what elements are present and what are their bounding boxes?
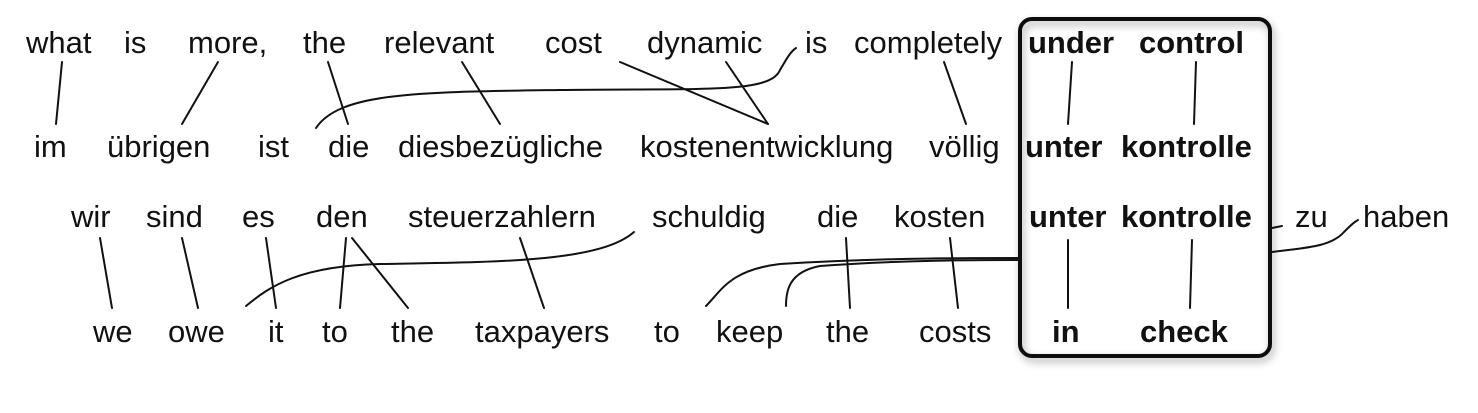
alignment-link xyxy=(99,237,113,309)
target-word: to xyxy=(654,314,680,349)
alignment-link xyxy=(1271,225,1283,229)
target-word: taxpayers xyxy=(475,314,609,349)
source-word: steuerzahlern xyxy=(408,199,596,234)
alignment-link xyxy=(265,237,277,309)
alignment-link xyxy=(1271,219,1359,253)
source-word: es xyxy=(242,199,275,234)
alignment-link xyxy=(55,61,63,125)
source-word: die xyxy=(817,199,858,234)
alignment-link xyxy=(705,257,1021,307)
source-word: is xyxy=(805,25,827,60)
source-word: zu xyxy=(1295,199,1328,234)
example-2-target-row: we owe it to the taxpayers to keep the c… xyxy=(92,314,1229,349)
source-word: wir xyxy=(70,199,111,234)
source-word: den xyxy=(316,199,368,234)
target-word: ist xyxy=(258,129,289,164)
source-word: the xyxy=(303,25,346,60)
target-word: the xyxy=(826,314,869,349)
target-word: im xyxy=(34,129,67,164)
target-word: kontrolle xyxy=(1121,129,1252,164)
alignment-link xyxy=(725,61,769,125)
alignment-link xyxy=(315,47,797,129)
source-word: cost xyxy=(545,25,602,60)
alignment-link xyxy=(1189,239,1193,309)
alignment-link xyxy=(845,237,851,309)
target-word: kostenentwicklung xyxy=(640,129,893,164)
target-word: die xyxy=(328,129,369,164)
alignment-link xyxy=(339,237,347,309)
source-word: what xyxy=(25,25,92,60)
example-1-target-row: im übrigen ist die diesbezügliche kosten… xyxy=(34,129,1252,164)
alignment-link xyxy=(351,237,409,309)
example-2-source-row: wir sind es den steuerzahlern schuldig d… xyxy=(70,199,1449,234)
alignment-link xyxy=(461,61,501,125)
source-word: kontrolle xyxy=(1121,199,1252,234)
source-word: sind xyxy=(146,199,203,234)
target-word: völlig xyxy=(929,129,1000,164)
target-word: it xyxy=(268,314,284,349)
target-word: unter xyxy=(1025,129,1103,164)
alignment-link xyxy=(785,259,1021,307)
target-word: check xyxy=(1140,314,1229,349)
source-word: dynamic xyxy=(647,25,762,60)
example-1-source-row: what is more, the relevant cost dynamic … xyxy=(25,25,1244,60)
target-word: we xyxy=(92,314,133,349)
alignment-links-example-2 xyxy=(99,219,1359,309)
alignment-link xyxy=(619,61,769,125)
target-word: keep xyxy=(716,314,783,349)
alignment-link xyxy=(519,237,545,309)
source-word: completely xyxy=(854,25,1003,60)
source-word: haben xyxy=(1363,199,1449,234)
source-word: kosten xyxy=(894,199,985,234)
target-word: the xyxy=(391,314,434,349)
alignment-link xyxy=(943,61,967,125)
alignment-link xyxy=(1067,61,1073,125)
target-word: in xyxy=(1052,314,1080,349)
source-word: more, xyxy=(188,25,267,60)
source-word: unter xyxy=(1029,199,1107,234)
phrase-highlight-box xyxy=(1018,17,1272,358)
alignment-links-example-1 xyxy=(55,47,1197,129)
source-word: control xyxy=(1139,25,1244,60)
target-word: owe xyxy=(168,314,225,349)
source-word: relevant xyxy=(384,25,495,60)
source-word: is xyxy=(124,25,146,60)
source-word: under xyxy=(1028,25,1114,60)
target-word: übrigen xyxy=(107,129,210,164)
target-word: to xyxy=(322,314,348,349)
alignment-link xyxy=(327,61,349,125)
alignment-link xyxy=(949,237,959,309)
alignment-link xyxy=(181,61,219,125)
alignment-link xyxy=(181,237,199,309)
alignment-link xyxy=(1193,61,1197,125)
target-word: diesbezügliche xyxy=(398,129,603,164)
alignment-link xyxy=(245,231,635,307)
target-word: costs xyxy=(919,314,991,349)
source-word: schuldig xyxy=(652,199,766,234)
